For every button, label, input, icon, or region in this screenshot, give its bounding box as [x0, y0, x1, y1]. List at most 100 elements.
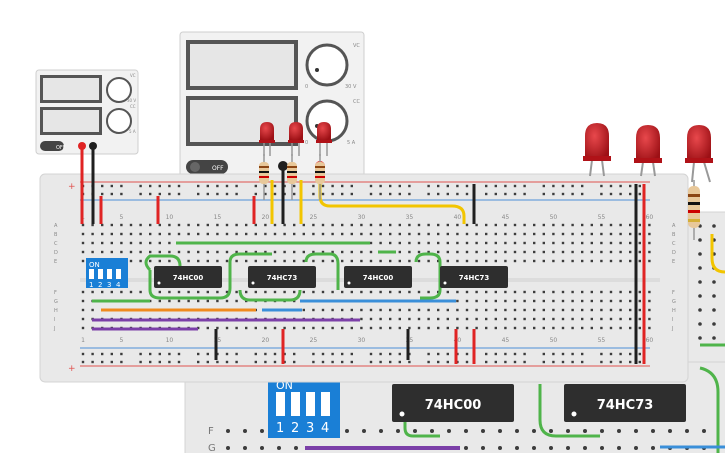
breadboard-hole[interactable] [350, 259, 353, 263]
rail-hole[interactable] [91, 360, 94, 364]
lower-hole[interactable] [362, 429, 366, 433]
breadboard-hole[interactable] [513, 223, 517, 227]
breadboard-hole[interactable] [456, 308, 459, 312]
rail-hole[interactable] [197, 184, 200, 188]
breadboard-hole[interactable] [456, 232, 459, 236]
breadboard-hole[interactable] [609, 223, 613, 227]
breadboard-hole[interactable] [475, 299, 478, 303]
breadboard-hole[interactable] [446, 232, 449, 236]
breadboard-hole[interactable] [561, 250, 565, 254]
lower-hole[interactable] [464, 446, 468, 450]
rail-hole[interactable] [398, 192, 401, 196]
right-hole[interactable] [698, 252, 702, 256]
breadboard-hole[interactable] [302, 250, 305, 254]
breadboard-hole[interactable] [427, 232, 430, 236]
breadboard-hole[interactable] [629, 241, 632, 245]
rail-hole[interactable] [465, 192, 469, 196]
breadboard-hole[interactable] [504, 326, 507, 330]
rail-hole[interactable] [456, 192, 459, 196]
breadboard-hole[interactable] [475, 326, 478, 330]
breadboard-hole[interactable] [504, 290, 507, 294]
breadboard-hole[interactable] [629, 232, 632, 236]
breadboard-hole[interactable] [408, 250, 411, 254]
breadboard-hole[interactable] [158, 290, 161, 294]
breadboard-hole[interactable] [254, 223, 257, 227]
rail-hole[interactable] [379, 192, 382, 196]
breadboard-hole[interactable] [571, 232, 574, 236]
rail-hole[interactable] [254, 184, 257, 188]
breadboard-hole[interactable] [485, 299, 488, 303]
lower-hole[interactable] [260, 446, 264, 450]
breadboard-hole[interactable] [571, 308, 574, 312]
lower-hole[interactable] [634, 429, 638, 433]
breadboard-hole[interactable] [446, 326, 449, 330]
rail-hole[interactable] [225, 352, 229, 356]
dip-toggle-3[interactable] [107, 269, 112, 279]
breadboard-hole[interactable] [437, 317, 440, 321]
breadboard-hole[interactable] [101, 232, 104, 236]
breadboard-hole[interactable] [638, 250, 641, 254]
rail-hole[interactable] [609, 184, 613, 188]
breadboard-hole[interactable] [456, 317, 459, 321]
rail-hole[interactable] [177, 192, 181, 196]
breadboard-hole[interactable] [350, 290, 353, 294]
lower-hole[interactable] [226, 446, 230, 450]
lower-hole[interactable] [532, 446, 536, 450]
rail-hole[interactable] [264, 184, 267, 188]
breadboard-hole[interactable] [542, 299, 545, 303]
rail-hole[interactable] [571, 184, 574, 188]
rail-hole[interactable] [629, 184, 632, 188]
rail-hole[interactable] [158, 192, 161, 196]
breadboard-hole[interactable] [129, 223, 133, 227]
breadboard-hole[interactable] [561, 223, 565, 227]
breadboard-hole[interactable] [494, 308, 497, 312]
breadboard-hole[interactable] [389, 232, 392, 236]
breadboard-hole[interactable] [485, 317, 488, 321]
breadboard-hole[interactable] [609, 299, 613, 303]
breadboard-hole[interactable] [369, 241, 373, 245]
breadboard-hole[interactable] [120, 250, 123, 254]
rail-hole[interactable] [427, 360, 430, 364]
rail-hole[interactable] [408, 360, 411, 364]
breadboard-hole[interactable] [350, 232, 353, 236]
rail-hole[interactable] [350, 352, 353, 356]
breadboard-hole[interactable] [398, 232, 401, 236]
rail-hole[interactable] [216, 184, 219, 188]
breadboard-hole[interactable] [417, 290, 421, 294]
rail-hole[interactable] [120, 352, 123, 356]
rail-hole[interactable] [542, 352, 545, 356]
breadboard-hole[interactable] [302, 308, 305, 312]
breadboard-hole[interactable] [629, 223, 632, 227]
rail-hole[interactable] [321, 352, 325, 356]
rail-hole[interactable] [369, 184, 373, 188]
breadboard-hole[interactable] [101, 241, 104, 245]
breadboard-hole[interactable] [245, 250, 248, 254]
wire-green-loop-2[interactable] [148, 252, 272, 300]
breadboard-hole[interactable] [264, 232, 267, 236]
breadboard-hole[interactable] [446, 317, 449, 321]
led-large-2[interactable] [634, 125, 662, 177]
rail-hole[interactable] [293, 184, 296, 188]
breadboard-hole[interactable] [331, 290, 334, 294]
breadboard-hole[interactable] [206, 250, 209, 254]
led-small-1[interactable] [259, 122, 275, 156]
rail-hole[interactable] [91, 352, 94, 356]
rail-hole[interactable] [504, 184, 507, 188]
breadboard-hole[interactable] [437, 308, 440, 312]
breadboard-hole[interactable] [581, 241, 584, 245]
breadboard-hole[interactable] [254, 326, 257, 330]
rail-hole[interactable] [494, 360, 497, 364]
breadboard-hole[interactable] [475, 308, 478, 312]
power-supply-large[interactable]: VC CC 0 30 V 0 5 A OFF [179, 31, 365, 181]
breadboard-hole[interactable] [513, 299, 517, 303]
rail-hole[interactable] [389, 184, 392, 188]
breadboard-hole[interactable] [427, 317, 430, 321]
rail-hole[interactable] [206, 352, 209, 356]
breadboard-hole[interactable] [648, 290, 651, 294]
rail-hole[interactable] [504, 352, 507, 356]
breadboard-hole[interactable] [379, 290, 382, 294]
breadboard-hole[interactable] [187, 299, 190, 303]
breadboard-hole[interactable] [398, 250, 401, 254]
breadboard-hole[interactable] [398, 223, 401, 227]
rail-hole[interactable] [437, 192, 440, 196]
